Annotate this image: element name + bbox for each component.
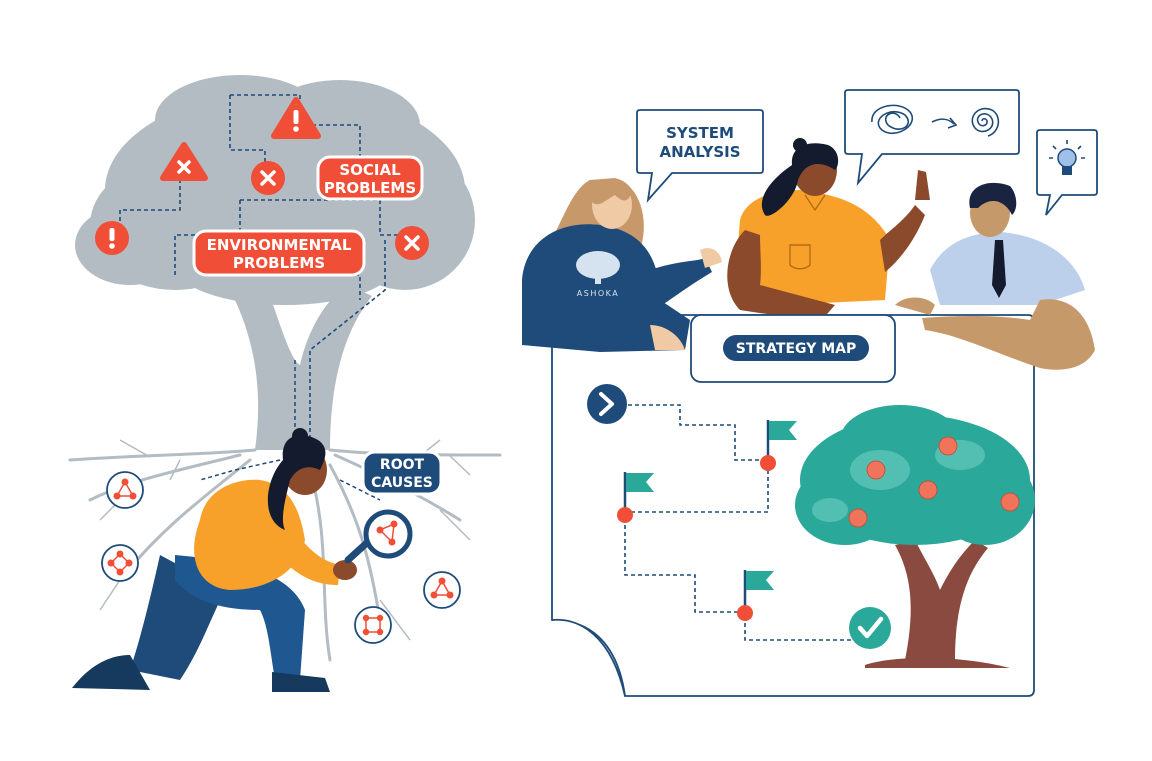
woman-ashoka: ASHOKA	[522, 178, 722, 352]
ashoka-wordmark: ASHOKA	[577, 289, 619, 298]
network-icon	[106, 471, 144, 509]
ashoka-tree-logo	[576, 251, 620, 284]
close-icon	[160, 142, 208, 181]
idea-transform-bubble	[844, 89, 1020, 187]
flag-icon	[617, 472, 654, 523]
system-analysis-line1: SYSTEM	[666, 124, 734, 142]
close-icon	[251, 161, 285, 195]
check-icon	[849, 607, 891, 649]
network-icon	[101, 544, 139, 582]
lightbulb-icon	[1049, 140, 1085, 175]
map-route	[624, 404, 855, 641]
magnifier-icon	[344, 509, 413, 564]
network-icon	[423, 571, 461, 609]
spiral-icon	[971, 107, 1000, 137]
strategy-map-title: STRATEGY MAP	[736, 341, 857, 357]
problem-tree: SOCIAL PROBLEMS ENVIRONMENTAL PROBLEMS R…	[68, 75, 502, 692]
flag-icon	[760, 420, 797, 471]
flag-icon	[737, 570, 774, 621]
environmental-problems-line1: ENVIRONMENTAL	[207, 236, 352, 254]
warning-icon	[271, 97, 321, 139]
man-blue-shirt	[895, 182, 1095, 370]
kneeling-researcher	[72, 428, 357, 692]
root-causes-line2: CAUSES	[371, 475, 433, 491]
social-problems-line1: SOCIAL	[339, 161, 401, 179]
chevron-right-icon	[587, 384, 627, 424]
system-analysis-bubble: SYSTEM ANALYSIS	[636, 109, 764, 203]
lightbulb-bubble	[1036, 129, 1098, 216]
scribble-icon	[871, 104, 913, 135]
strategy-scene: SYSTEM ANALYSIS	[522, 89, 1098, 697]
root-causes-line1: ROOT	[380, 457, 425, 473]
root-causes-label: ROOT CAUSES	[361, 450, 443, 496]
environmental-problems-label: ENVIRONMENTAL PROBLEMS	[192, 229, 366, 277]
fruit-tree	[795, 405, 1035, 668]
warning-icon	[95, 221, 129, 255]
woman-orange-shirt	[727, 138, 930, 322]
close-icon	[395, 226, 429, 260]
strategy-map-header: STRATEGY MAP	[690, 314, 896, 383]
network-icon	[354, 606, 392, 644]
environmental-problems-line2: PROBLEMS	[233, 254, 325, 272]
social-problems-line2: PROBLEMS	[324, 179, 416, 197]
system-analysis-line2: ANALYSIS	[659, 143, 740, 161]
social-problems-label: SOCIAL PROBLEMS	[316, 155, 424, 201]
